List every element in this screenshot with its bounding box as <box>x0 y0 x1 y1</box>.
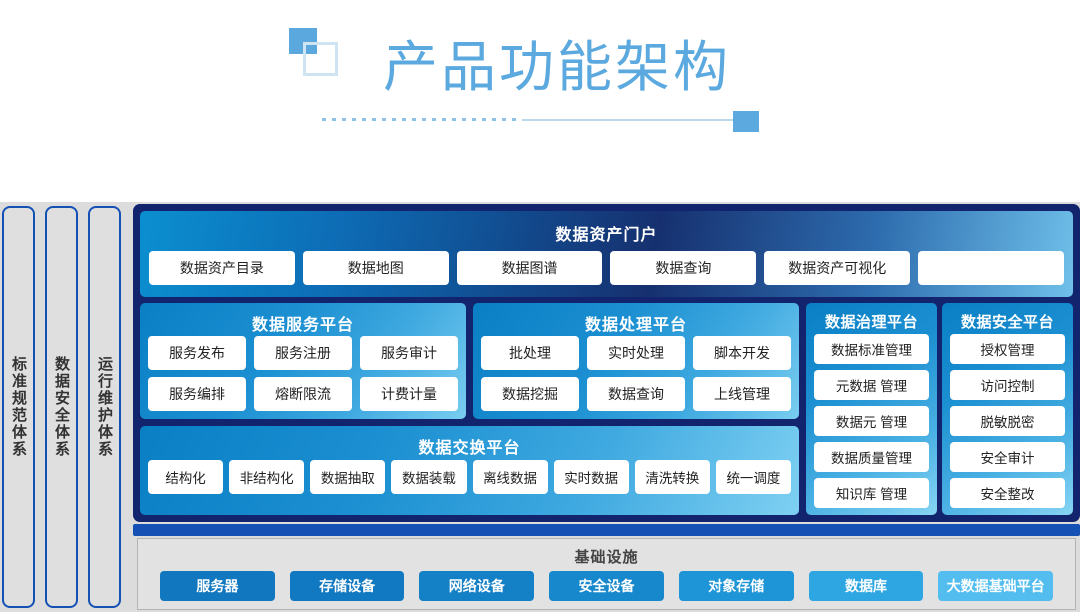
portal-item-map[interactable]: 数据地图 <box>302 251 449 285</box>
platform-title: 数据治理平台 <box>824 314 918 331</box>
portal-item-catalog[interactable]: 数据资产目录 <box>149 251 295 285</box>
governance-chip-list: 数据标准管理 元数据 管理 数据元 管理 数据质量管理 知识库 管理 <box>814 334 929 508</box>
infra-item-security-device[interactable]: 安全设备 <box>549 571 664 601</box>
chip-service-register[interactable]: 服务注册 <box>254 336 352 370</box>
pillar-label: 运行维护体系 <box>96 356 113 458</box>
chip-data-query[interactable]: 数据查询 <box>587 377 685 411</box>
portal-item-graph[interactable]: 数据图谱 <box>456 251 603 285</box>
chip-data-standard-management[interactable]: 数据标准管理 <box>814 334 929 364</box>
chip-service-orchestration[interactable]: 服务编排 <box>148 377 246 411</box>
security-chip-list: 授权管理 访问控制 脱敏脱密 安全审计 安全整改 <box>950 334 1065 508</box>
left-platform-group: 数据服务平台 服务发布 服务注册 服务审计 服务编排 熔断限流 <box>140 303 799 515</box>
chip-desensitization[interactable]: 脱敏脱密 <box>950 406 1065 436</box>
pillar-standard[interactable]: 标准规范体系 <box>2 206 35 608</box>
platform-title: 数据安全平台 <box>960 314 1054 331</box>
chip-structured[interactable]: 结构化 <box>148 460 224 494</box>
pillar-label: 数据安全体系 <box>53 356 70 458</box>
pillar-label: 标准规范体系 <box>10 356 27 458</box>
infra-item-network-device[interactable]: 网络设备 <box>419 571 535 601</box>
chip-service-publish[interactable]: 服务发布 <box>148 336 246 370</box>
infrastructure-item-row: 服务器 存储设备 网络设备 安全设备 对象存储 数据库 大数据基础平台 <box>160 571 1054 601</box>
chip-circuit-breaker[interactable]: 熔断限流 <box>254 377 352 411</box>
chip-data-mining[interactable]: 数据挖掘 <box>481 377 579 411</box>
platform-chip-row: 数据挖掘 数据查询 上线管理 <box>481 377 791 411</box>
chip-script-development[interactable]: 脚本开发 <box>693 336 791 370</box>
chip-data-extraction[interactable]: 数据抽取 <box>310 460 386 494</box>
platform-chip-row: 批处理 实时处理 脚本开发 <box>481 336 791 370</box>
platform-data-security: 数据安全平台 授权管理 访问控制 脱敏脱密 安全审计 安全整改 <box>942 303 1073 515</box>
divider-dots <box>322 118 522 121</box>
chip-cleansing-transform[interactable]: 清洗转换 <box>634 460 710 494</box>
chip-data-quality-management[interactable]: 数据质量管理 <box>814 442 929 472</box>
chip-realtime-processing[interactable]: 实时处理 <box>587 336 685 370</box>
chip-authorization-management[interactable]: 授权管理 <box>950 334 1065 364</box>
infra-item-database[interactable]: 数据库 <box>808 571 924 601</box>
infra-item-object-storage[interactable]: 对象存储 <box>678 571 794 601</box>
platform-data-service: 数据服务平台 服务发布 服务注册 服务审计 服务编排 熔断限流 <box>140 303 466 419</box>
chip-batch-processing[interactable]: 批处理 <box>481 336 579 370</box>
platform-title: 数据服务平台 <box>251 317 354 334</box>
divider-end-square-icon <box>733 111 759 132</box>
page-title: 产品功能架构 <box>383 36 732 98</box>
pillar-group: 标准规范体系 数据安全体系 运行维护体系 <box>0 202 131 612</box>
chip-security-audit[interactable]: 安全审计 <box>950 442 1065 472</box>
architecture-diagram: 标准规范体系 数据安全体系 运行维护体系 数据资产门户 数据资产目录 数据地图 … <box>0 202 1080 612</box>
infra-item-bigdata-platform[interactable]: 大数据基础平台 <box>938 571 1054 601</box>
platform-title: 数据交换平台 <box>418 440 521 457</box>
chip-offline-data[interactable]: 离线数据 <box>472 460 548 494</box>
pillar-operations[interactable]: 运行维护体系 <box>88 206 121 608</box>
infra-item-server[interactable]: 服务器 <box>160 571 275 601</box>
exchange-chip-row: 结构化 非结构化 数据抽取 数据装载 离线数据 实时数据 清洗转换 统一调度 <box>148 460 791 494</box>
chip-unified-scheduling[interactable]: 统一调度 <box>715 460 791 494</box>
outline-square-icon <box>303 42 338 76</box>
platform-data-governance: 数据治理平台 数据标准管理 元数据 管理 数据元 管理 数据质量管理 知识库 管… <box>806 303 937 515</box>
chip-knowledge-base-management[interactable]: 知识库 管理 <box>814 478 929 508</box>
chip-unstructured[interactable]: 非结构化 <box>229 460 305 494</box>
platform-row: 数据服务平台 服务发布 服务注册 服务审计 服务编排 熔断限流 <box>140 303 799 419</box>
divider-line <box>522 119 737 121</box>
chip-realtime-data[interactable]: 实时数据 <box>553 460 629 494</box>
platform-chip-grid: 批处理 实时处理 脚本开发 数据挖掘 数据查询 上线管理 <box>481 336 791 411</box>
middle-region: 数据服务平台 服务发布 服务注册 服务审计 服务编排 熔断限流 <box>140 303 1073 515</box>
infra-item-storage-device[interactable]: 存储设备 <box>289 571 405 601</box>
platform-chip-row: 服务发布 服务注册 服务审计 <box>148 336 458 370</box>
portal-item-query[interactable]: 数据查询 <box>610 251 757 285</box>
platform-data-exchange: 数据交换平台 结构化 非结构化 数据抽取 数据装载 离线数据 实时数据 清洗转换… <box>140 426 799 515</box>
header-divider <box>322 111 764 132</box>
chip-access-control[interactable]: 访问控制 <box>950 370 1065 400</box>
portal-item-visualization[interactable]: 数据资产可视化 <box>764 251 911 285</box>
portal-item-empty[interactable] <box>918 251 1064 285</box>
platform-title: 数据处理平台 <box>584 317 687 334</box>
platform-chip-grid: 服务发布 服务注册 服务审计 服务编排 熔断限流 计费计量 <box>148 336 458 411</box>
chip-security-rectification[interactable]: 安全整改 <box>950 478 1065 508</box>
portal-panel: 数据资产门户 数据资产目录 数据地图 数据图谱 数据查询 数据资产可视化 <box>140 211 1073 297</box>
platform-data-processing: 数据处理平台 批处理 实时处理 脚本开发 数据挖掘 数据查询 <box>473 303 799 419</box>
infrastructure-panel: 基础设施 服务器 存储设备 网络设备 安全设备 对象存储 数据库 大数据基础平台 <box>137 538 1076 610</box>
page-header: 产品功能架构 <box>0 0 1080 196</box>
chip-data-element-management[interactable]: 数据元 管理 <box>814 406 929 436</box>
chip-release-management[interactable]: 上线管理 <box>693 377 791 411</box>
main-frame: 数据资产门户 数据资产目录 数据地图 数据图谱 数据查询 数据资产可视化 数据服… <box>133 204 1080 522</box>
chip-service-audit[interactable]: 服务审计 <box>360 336 458 370</box>
portal-item-row: 数据资产目录 数据地图 数据图谱 数据查询 数据资产可视化 <box>149 251 1064 285</box>
infrastructure-title: 基础设施 <box>574 549 639 566</box>
portal-title: 数据资产门户 <box>555 227 658 244</box>
chip-billing-metering[interactable]: 计费计量 <box>360 377 458 411</box>
pillar-security[interactable]: 数据安全体系 <box>45 206 78 608</box>
frame-underline-bar <box>133 524 1080 536</box>
chip-data-loading[interactable]: 数据装载 <box>391 460 467 494</box>
chip-metadata-management[interactable]: 元数据 管理 <box>814 370 929 400</box>
platform-chip-row: 服务编排 熔断限流 计费计量 <box>148 377 458 411</box>
